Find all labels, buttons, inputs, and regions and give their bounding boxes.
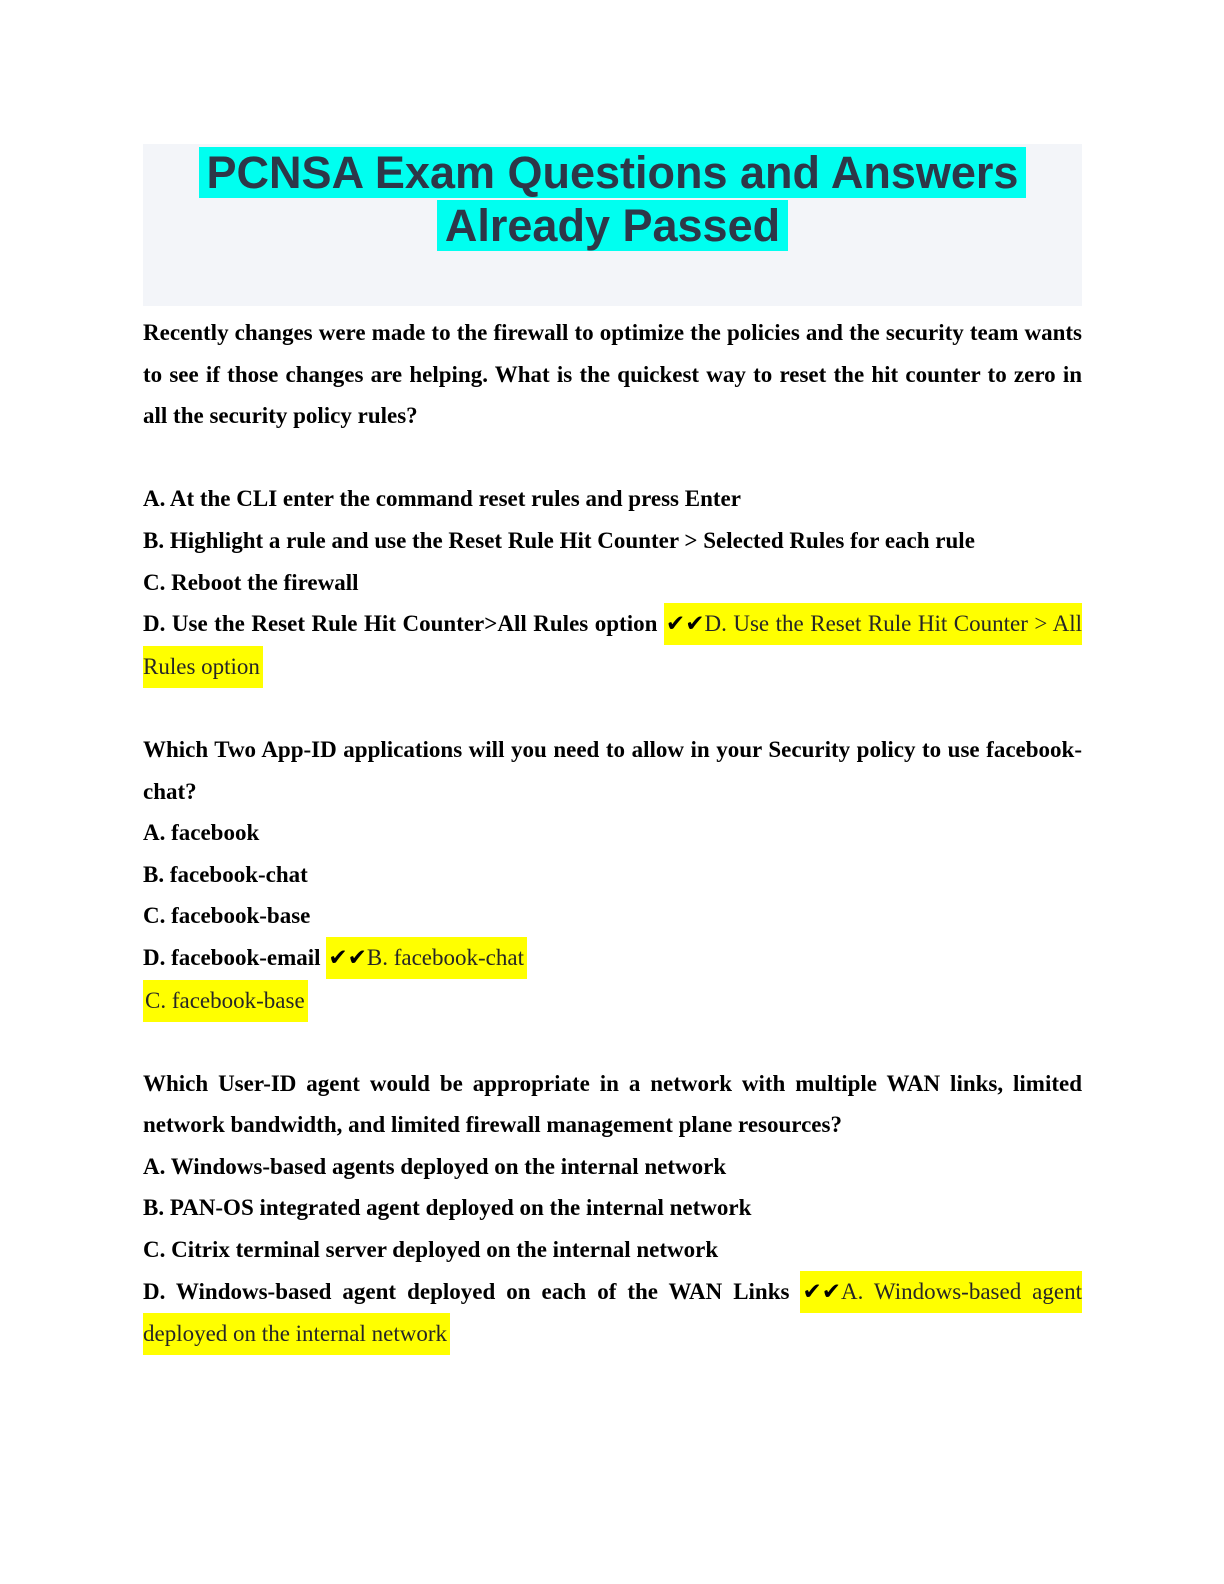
question-2-option-b: B. facebook-chat xyxy=(143,861,308,887)
checkmarks-icon: ✔✔ xyxy=(665,611,705,638)
title-highlight-2: Already Passed xyxy=(436,200,789,251)
question-3-option-b: B. PAN-OS integrated agent deployed on t… xyxy=(143,1195,752,1221)
blank-line xyxy=(143,687,1082,729)
question-2-text: Which Two App-ID applications will you n… xyxy=(143,736,1082,804)
question-2-option-d-with-answer: D. facebook-email ✔✔B. facebook-chat C. f… xyxy=(143,936,1082,1022)
question-3-option-d-with-answer: D. Windows-based agent deployed on each … xyxy=(143,1270,1082,1356)
question-1-option-d-with-answer: D. Use the Reset Rule Hit Counter>All Ru… xyxy=(143,603,1082,688)
question-2-answer: B. facebook-chat xyxy=(366,944,524,970)
question-3-option-c: C. Citrix terminal server deployed on th… xyxy=(143,1237,719,1263)
question-2-answer-line-2: C. facebook-base xyxy=(145,987,305,1013)
question-1-text: Recently changes were made to the firewa… xyxy=(143,320,1082,429)
question-3-option-d: D. Windows-based agent deployed on each … xyxy=(143,1278,801,1304)
question-1-answer: D. Use the Reset Rule Hit Counter > All … xyxy=(143,611,1082,679)
answer-highlight: C. facebook-base xyxy=(143,979,308,1022)
checkmarks-icon: ✔✔ xyxy=(802,1278,841,1305)
question-1: Recently changes were made to the firewa… xyxy=(143,312,1082,688)
question-2-option-a: A. facebook xyxy=(143,820,260,846)
blank-line xyxy=(143,437,1082,479)
question-3: Which User-ID agent would be appropriate… xyxy=(143,1063,1082,1356)
question-1-option-c: C. Reboot the firewall xyxy=(143,569,359,595)
question-3-option-a: A. Windows-based agents deployed on the … xyxy=(143,1153,727,1179)
question-3-answer: A. Windows-based agent deployed on the i… xyxy=(143,1278,1082,1347)
question-1-option-b: B. Highlight a rule and use the Reset Ru… xyxy=(143,527,975,553)
document-title-line-2: Already Passed xyxy=(143,199,1082,252)
question-2-option-d: D. facebook-email xyxy=(143,944,327,970)
checkmarks-icon: ✔✔ xyxy=(328,944,367,971)
title-band: PCNSA Exam Questions and Answers Already… xyxy=(143,144,1082,306)
answer-highlight: ✔✔B. facebook-chat xyxy=(326,936,527,979)
question-1-option-a: A. At the CLI enter the command reset ru… xyxy=(143,486,741,512)
title-highlight-1: PCNSA Exam Questions and Answers xyxy=(198,147,1027,198)
document-title-line-1: PCNSA Exam Questions and Answers xyxy=(143,146,1082,199)
question-1-option-d: D. Use the Reset Rule Hit Counter>All Ru… xyxy=(143,611,664,637)
question-2-option-c: C. facebook-base xyxy=(143,903,311,929)
question-2: Which Two App-ID applications will you n… xyxy=(143,729,1082,1022)
blank-line xyxy=(143,1021,1082,1063)
question-3-text: Which User-ID agent would be appropriate… xyxy=(143,1070,1082,1138)
